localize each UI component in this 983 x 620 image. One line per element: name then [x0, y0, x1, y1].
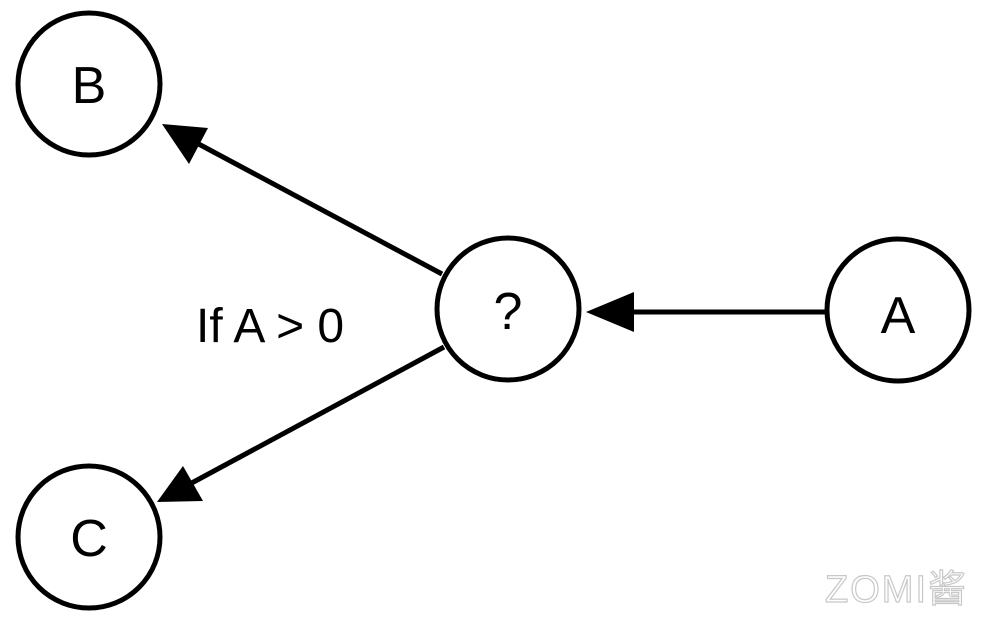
- arrowhead-icon: [586, 292, 634, 332]
- node-c-label: C: [70, 510, 108, 568]
- node-b-label: B: [72, 57, 107, 115]
- node-a-circle: [824, 236, 972, 384]
- node-decision: ?: [434, 235, 582, 383]
- edge-decision-to-b: [162, 124, 444, 277]
- node-a-label: A: [881, 287, 916, 345]
- node-b: B: [15, 10, 163, 158]
- watermark-logo: ZOMI酱: [825, 569, 968, 611]
- node-decision-label: ?: [494, 283, 523, 341]
- edge-a-to-decision: [586, 292, 826, 332]
- edge-decision-to-c: [157, 344, 446, 502]
- node-b-circle: [15, 10, 163, 158]
- node-a: A: [824, 236, 972, 384]
- condition-label: If A > 0: [196, 300, 344, 353]
- arrowhead-icon: [157, 466, 203, 502]
- node-c-circle: [15, 463, 163, 611]
- node-decision-circle: [434, 235, 582, 383]
- arrowhead-icon: [162, 124, 208, 164]
- node-c: C: [15, 463, 163, 611]
